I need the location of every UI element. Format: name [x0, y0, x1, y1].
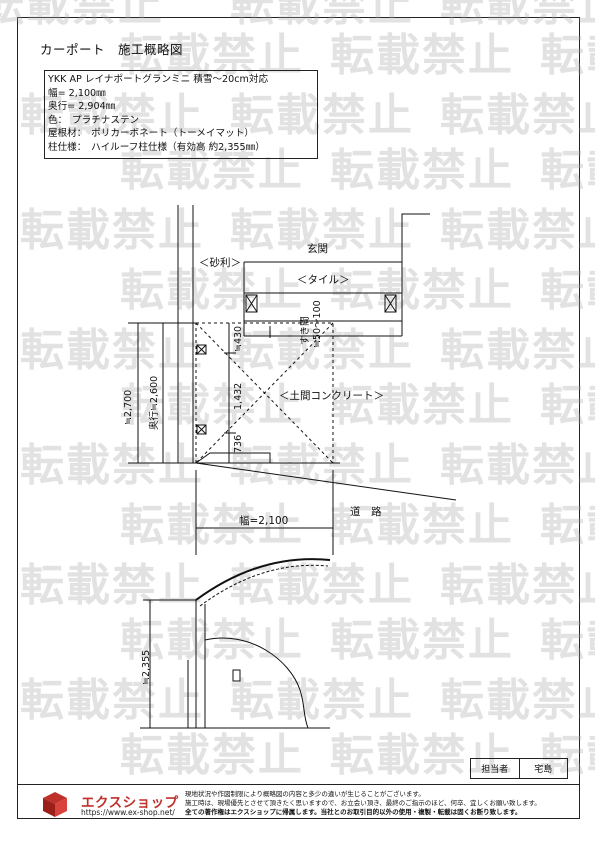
- watermark-text: 転載禁止: [230, 0, 414, 31]
- watermark-text: 転載禁止: [230, 90, 414, 141]
- watermark-text: 転載禁止: [120, 265, 304, 316]
- watermark-text: 転載禁止: [540, 500, 595, 551]
- watermark-text: 転載禁止: [440, 205, 595, 256]
- dim-height: ≒2,355: [141, 650, 152, 685]
- dim-width: 幅=2,100: [239, 514, 288, 527]
- spec-roof: 屋根材： ポリカーボネート（トーメイマット）: [48, 128, 254, 140]
- footer: エクスショップ https://www.ex-shop.net/ 現地状況や作図…: [17, 784, 580, 819]
- dim-gap: ≒50～100: [312, 300, 323, 348]
- spec-width: 幅= 2,100㎜: [48, 87, 106, 99]
- watermark-text: 転載禁止: [20, 325, 204, 376]
- watermark-text: 転載禁止: [230, 205, 414, 256]
- watermark-text: 転載禁止: [440, 675, 595, 726]
- plan-view: [128, 205, 457, 555]
- watermark-text: 転載禁止: [440, 0, 595, 31]
- label-tile: ＜タイル＞: [297, 274, 350, 286]
- watermark-text: 転載禁止: [20, 90, 204, 141]
- footer-note-3: 全ての著作権はエクスショップに帰属します。当社とのお取引目的以外の使用・複製・転…: [185, 808, 522, 816]
- brand-url[interactable]: https://www.ex-shop.net/: [81, 808, 175, 817]
- elevation-view: [140, 558, 331, 729]
- watermark-text: 転載禁止: [330, 380, 514, 431]
- spec-depth: 奥行= 2,904㎜: [48, 101, 116, 113]
- watermark-text: 転載禁止: [540, 145, 595, 196]
- footer-note-1: 現地状況や作図制限により概略図の内容と多少の違いが生じることがございます。: [185, 790, 425, 798]
- spec-model: YKK AP レイナポートグランミニ 積雪～20cm対応: [48, 74, 269, 85]
- label-gap: すき間: [300, 316, 311, 345]
- watermark-text: 転載禁止: [540, 615, 595, 666]
- signoff-box: 担当者 宅島: [470, 758, 568, 779]
- watermark-text: 転載禁止: [330, 265, 514, 316]
- watermark-text: 転載禁止: [440, 440, 595, 491]
- dim-430: ≒430: [233, 326, 244, 352]
- watermark-text: 転載禁止: [540, 265, 595, 316]
- spec-post: 柱仕様： ハイルーフ柱仕様（有効高 約2,355㎜）: [48, 141, 265, 153]
- watermark-text: 転載禁止: [540, 30, 595, 81]
- watermark-text: 転載禁止: [120, 380, 304, 431]
- watermark-text: 転載禁止: [540, 380, 595, 431]
- watermark-layer: 転載禁止転載禁止転載禁止転載禁止転載禁止転載禁止転載禁止転載禁止転載禁止転載禁止…: [0, 0, 595, 781]
- drawing-frame: [17, 17, 580, 819]
- box-icon: [43, 792, 67, 817]
- watermark-text: 転載禁止: [120, 145, 304, 196]
- watermark-text: 転載禁止: [230, 325, 414, 376]
- footer-notes: 現地状況や作図制限により概略図の内容と多少の違いが生じることがございます。 施工…: [185, 790, 541, 817]
- watermark-text: 転載禁止: [330, 500, 514, 551]
- watermark-text: 転載禁止: [440, 325, 595, 376]
- watermark-text: 転載禁止: [120, 730, 304, 781]
- watermark-text: 転載禁止: [230, 675, 414, 726]
- watermark-text: 転載禁止: [20, 675, 204, 726]
- watermark-text: 転載禁止: [330, 145, 514, 196]
- watermark-text: 転載禁止: [20, 440, 204, 491]
- footer-note-2: 施工時は、現場優先とさせて頂きたく思いますので、お立会い頂き、最終のご指示のほど…: [185, 799, 541, 807]
- dim-736: 736: [233, 435, 244, 453]
- label-gravel: ＜砂利＞: [199, 256, 241, 269]
- watermark-text: 転載禁止: [120, 30, 304, 81]
- watermark-text: 転載禁止: [230, 440, 414, 491]
- brand-name: エクスショップ: [81, 795, 179, 811]
- label-road: 道 路: [350, 505, 382, 518]
- watermark-text: 転載禁止: [20, 205, 204, 256]
- watermark-text: 転載禁止: [440, 90, 595, 141]
- watermark-text: 転載禁止: [20, 560, 204, 611]
- signoff-name: 宅島: [518, 759, 568, 778]
- brand-logo: エクスショップ https://www.ex-shop.net/: [37, 789, 187, 819]
- dim-2700: ≒2,700: [123, 390, 134, 425]
- watermark-text: 転載禁止: [330, 615, 514, 666]
- spec-color: 色： プラチナステン: [48, 114, 140, 126]
- watermark-text: 転載禁止: [440, 560, 595, 611]
- watermark-text: 転載禁止: [330, 730, 514, 781]
- spec-box: YKK AP レイナポートグランミニ 積雪～20cm対応 幅= 2,100㎜ 奥…: [44, 70, 318, 159]
- signoff-label: 担当者: [481, 765, 509, 775]
- label-slab: ＜土間コンクリート＞: [279, 389, 384, 402]
- page-title: カーポート 施工概略図: [40, 42, 184, 57]
- watermark-text: 転載禁止: [330, 30, 514, 81]
- label-entrance: 玄関: [307, 242, 328, 255]
- watermark-text: 転載禁止: [0, 0, 164, 31]
- watermark-text: 転載禁止: [120, 500, 304, 551]
- watermark-text: 転載禁止: [230, 560, 414, 611]
- dim-depth: 奥行≒2,600: [148, 376, 160, 430]
- dim-1432: 1,432: [233, 383, 244, 410]
